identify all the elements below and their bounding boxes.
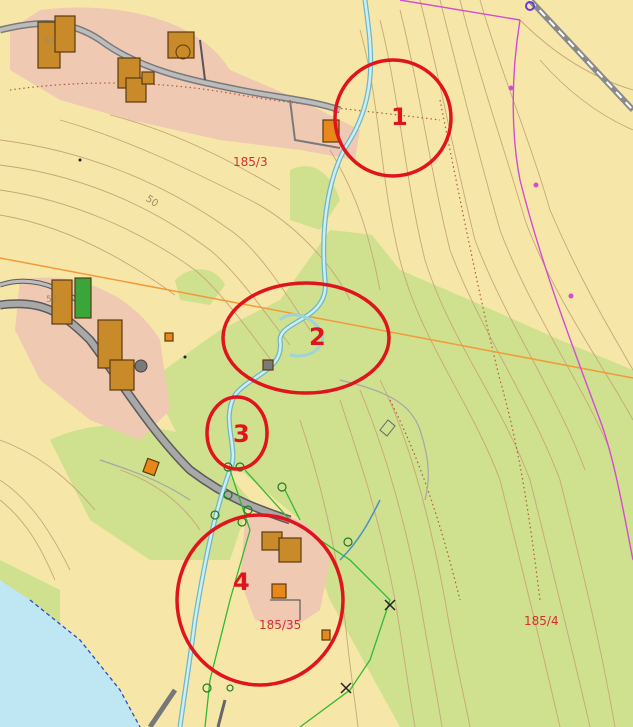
power-line bbox=[0, 257, 633, 379]
parcel-label: 185/35 bbox=[259, 618, 301, 632]
admin-boundary bbox=[399, 0, 633, 561]
utility-x-markers bbox=[340, 599, 396, 694]
annotation-circle-4 bbox=[175, 513, 345, 687]
annotation-label-4: 4 bbox=[233, 568, 250, 596]
survey-point-icon bbox=[525, 1, 535, 11]
parcel-label: 185/3 bbox=[233, 155, 268, 169]
footpaths bbox=[99, 379, 429, 501]
annotation-label-3: 3 bbox=[233, 420, 250, 448]
annotation-label-1: 1 bbox=[391, 103, 408, 131]
tank-icon bbox=[134, 359, 148, 373]
point-marker bbox=[183, 355, 187, 359]
annotation-circle-3 bbox=[205, 395, 269, 471]
property-boundaries bbox=[9, 82, 541, 601]
parcel-label: 185/4 bbox=[524, 614, 559, 628]
well-icon bbox=[175, 44, 191, 60]
utility-nodes bbox=[202, 462, 353, 693]
fence-icon bbox=[270, 599, 301, 620]
annotation-circle-2 bbox=[221, 281, 391, 395]
shed-outline-icon bbox=[379, 419, 396, 437]
shoreline bbox=[29, 599, 141, 727]
annotation-circle-1 bbox=[333, 58, 453, 178]
annotation-label-2: 2 bbox=[309, 323, 326, 351]
point-marker bbox=[78, 158, 82, 162]
lake bbox=[0, 580, 140, 727]
annotation-markers bbox=[175, 58, 453, 687]
railway bbox=[527, 0, 633, 113]
contour-label: 57 bbox=[46, 295, 57, 305]
buildings bbox=[37, 15, 340, 641]
contour-label: 67 bbox=[44, 37, 55, 47]
